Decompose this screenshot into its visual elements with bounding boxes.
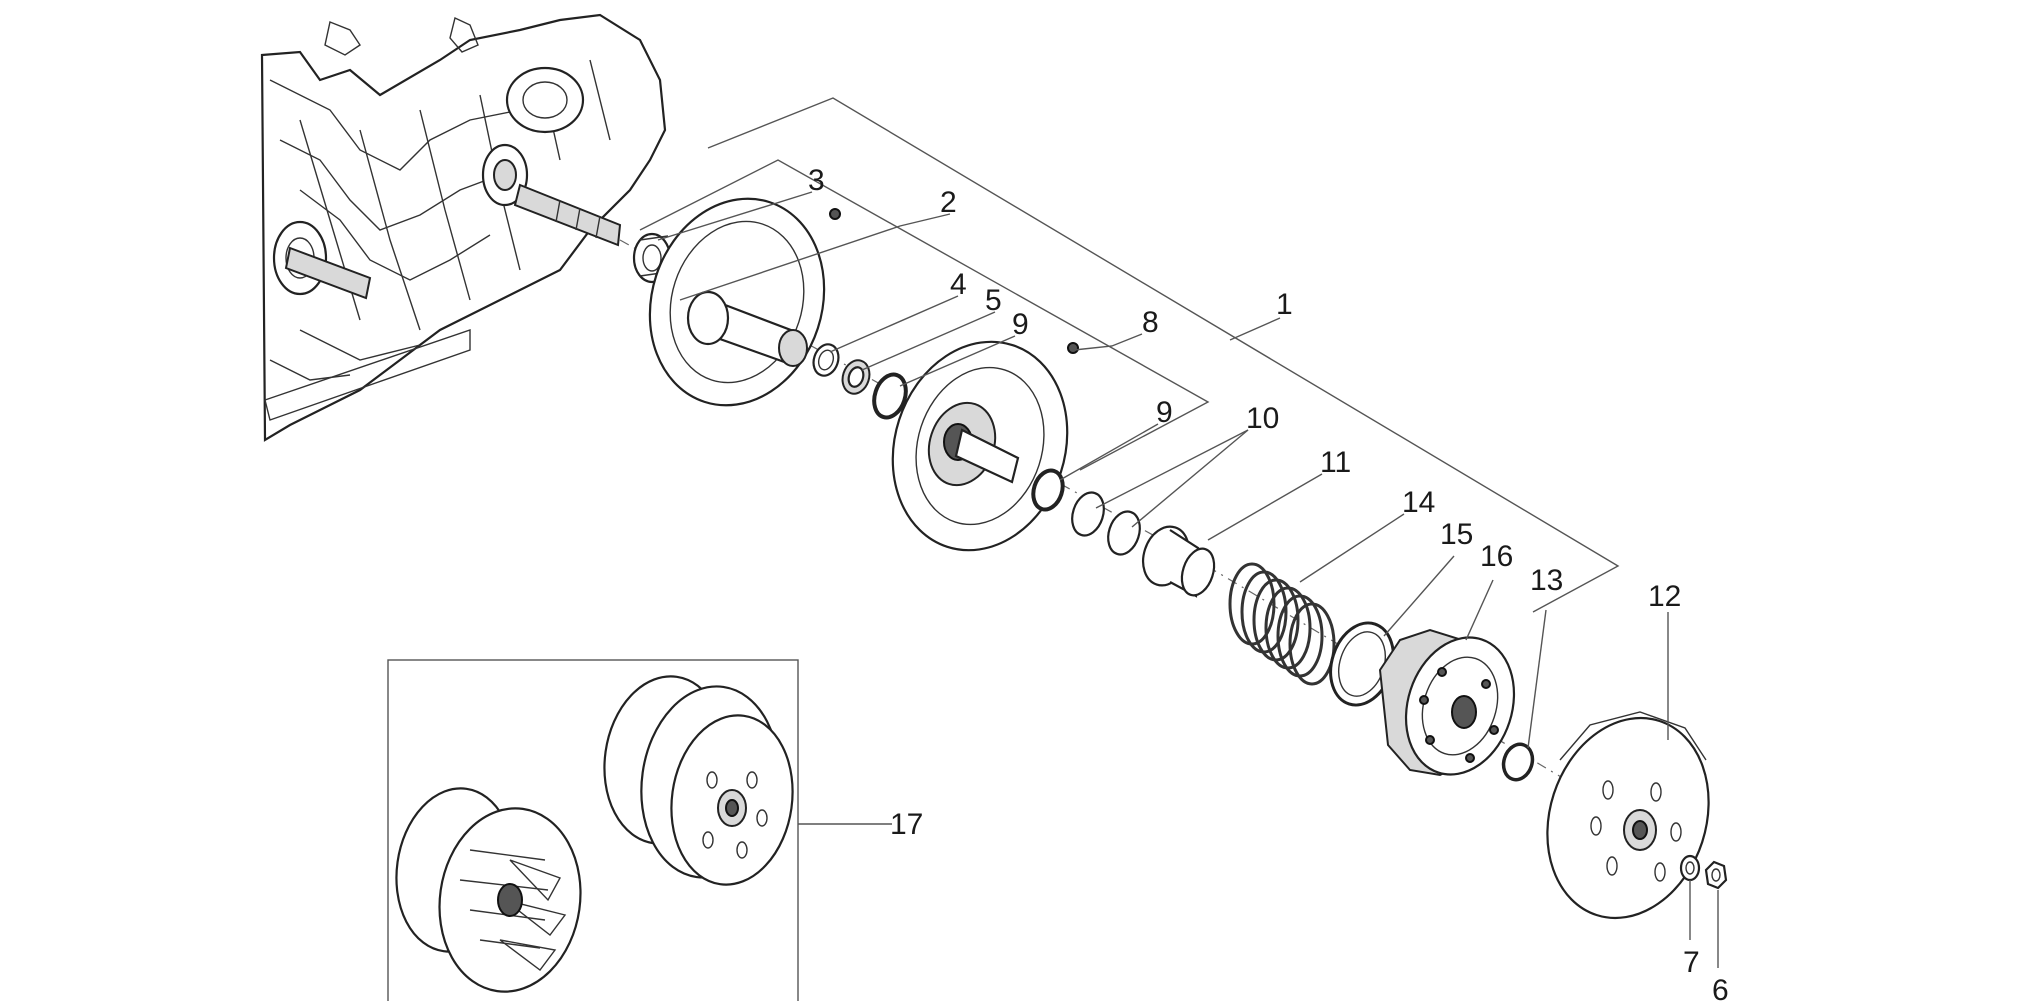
callout-1: 1 — [1276, 288, 1293, 321]
engine-crankcase — [260, 13, 667, 442]
callout-10: 10 — [1246, 402, 1279, 435]
part-13-ring-nut — [1501, 742, 1535, 782]
callout-2: 2 — [940, 186, 957, 219]
callout-12: 12 — [1648, 580, 1681, 613]
callout-9a: 9 — [1012, 308, 1029, 341]
part-6-nut — [1704, 860, 1728, 890]
inset-box-17 — [387, 659, 799, 1001]
callout-labels: 1 2 3 4 5 6 7 8 9 9 10 11 12 13 14 15 16… — [808, 164, 1729, 1001]
callout-17: 17 — [890, 808, 923, 841]
part-9-o-ring-upper — [872, 372, 908, 420]
part-8-movable-pulley — [891, 340, 1079, 552]
callout-16: 16 — [1480, 540, 1513, 573]
part-11-bushing — [1142, 525, 1216, 598]
callout-4: 4 — [950, 268, 967, 301]
leader-lines — [657, 191, 1719, 968]
part-14-spring — [1228, 562, 1336, 686]
callout-5: 5 — [985, 284, 1002, 317]
callout-14: 14 — [1402, 486, 1435, 519]
part-16-clutch-assembly — [1378, 628, 1516, 777]
callout-13: 13 — [1530, 564, 1563, 597]
part-12-clutch-bell — [1546, 711, 1710, 920]
callout-9b: 9 — [1156, 396, 1173, 429]
part-9-o-ring-lower — [1031, 468, 1065, 512]
callout-3: 3 — [808, 164, 825, 197]
part-7-washer — [1679, 854, 1701, 882]
callout-11: 11 — [1320, 446, 1351, 479]
part-4-circlip — [812, 343, 840, 377]
part-2-pulley-half — [648, 197, 841, 407]
callout-7: 7 — [1683, 946, 1700, 979]
group-brackets — [639, 97, 1620, 613]
part-5-washer — [841, 359, 871, 395]
part-10-rings — [1071, 491, 1141, 556]
callout-15: 15 — [1440, 518, 1473, 551]
callout-6: 6 — [1712, 974, 1729, 1001]
callout-8: 8 — [1142, 306, 1159, 339]
